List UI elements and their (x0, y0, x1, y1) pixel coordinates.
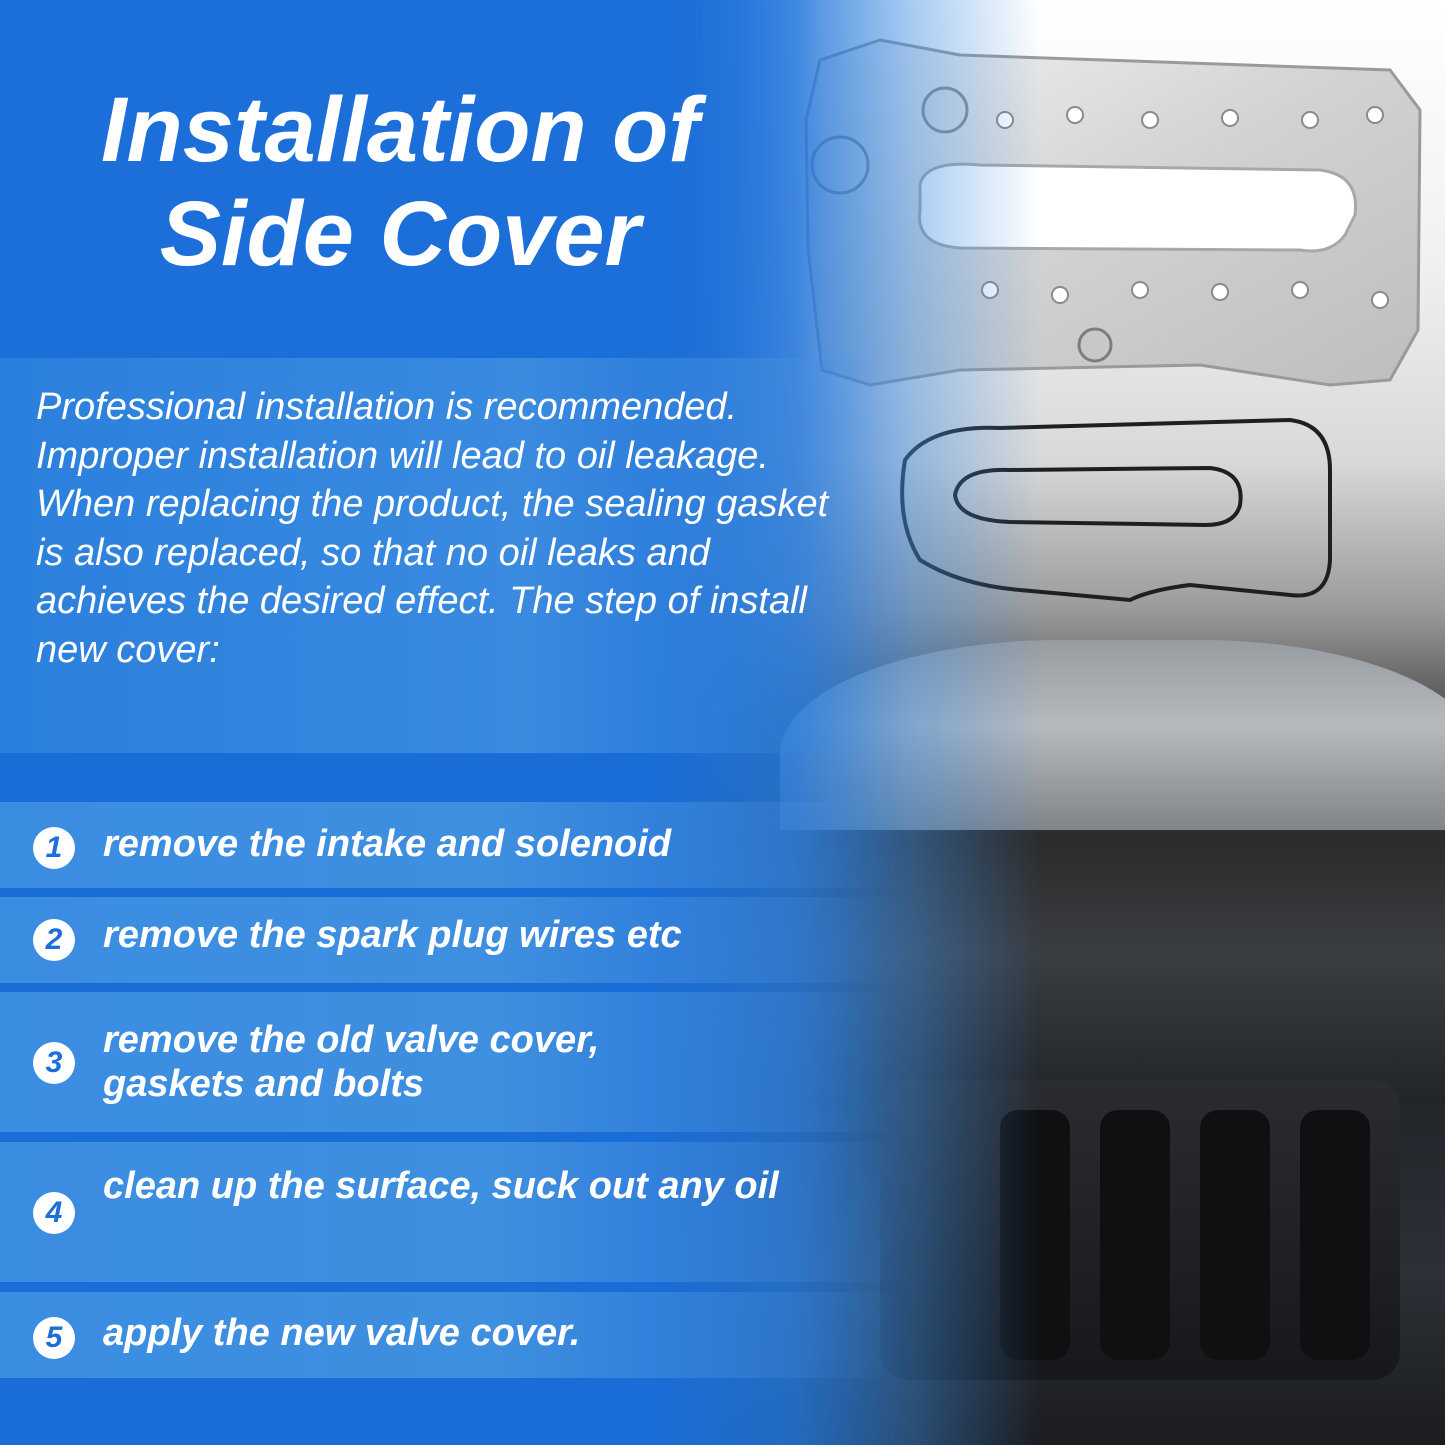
step-number-badge: 5 (33, 1317, 75, 1359)
step-text: remove the intake and solenoid (103, 823, 672, 865)
step-5: 5 apply the new valve cover. (0, 1292, 900, 1378)
description-band (0, 358, 880, 753)
step-1: 1 remove the intake and solenoid (0, 802, 900, 888)
step-4: 4 clean up the surface, suck out any oil (0, 1142, 900, 1282)
description-paragraph: Professional installation is recommended… (36, 386, 829, 671)
step-number-badge: 1 (33, 827, 75, 869)
step-number-badge: 4 (33, 1192, 75, 1234)
step-2: 2 remove the spark plug wires etc (0, 897, 900, 983)
title-band (0, 0, 820, 358)
step-text: remove the old valve cover, gaskets and … (103, 1019, 600, 1105)
step-number-badge: 2 (33, 919, 75, 961)
step-text: apply the new valve cover. (103, 1312, 581, 1354)
title-line-1: Installation of (101, 79, 699, 181)
step-text: remove the spark plug wires etc (103, 914, 682, 956)
step-3: 3 remove the old valve cover, gaskets an… (0, 992, 900, 1132)
step-number-badge: 3 (33, 1042, 75, 1084)
page-title: Installation of Side Cover (0, 78, 800, 286)
title-line-2: Side Cover (159, 183, 641, 285)
step-text: clean up the surface, suck out any oil (103, 1165, 779, 1207)
